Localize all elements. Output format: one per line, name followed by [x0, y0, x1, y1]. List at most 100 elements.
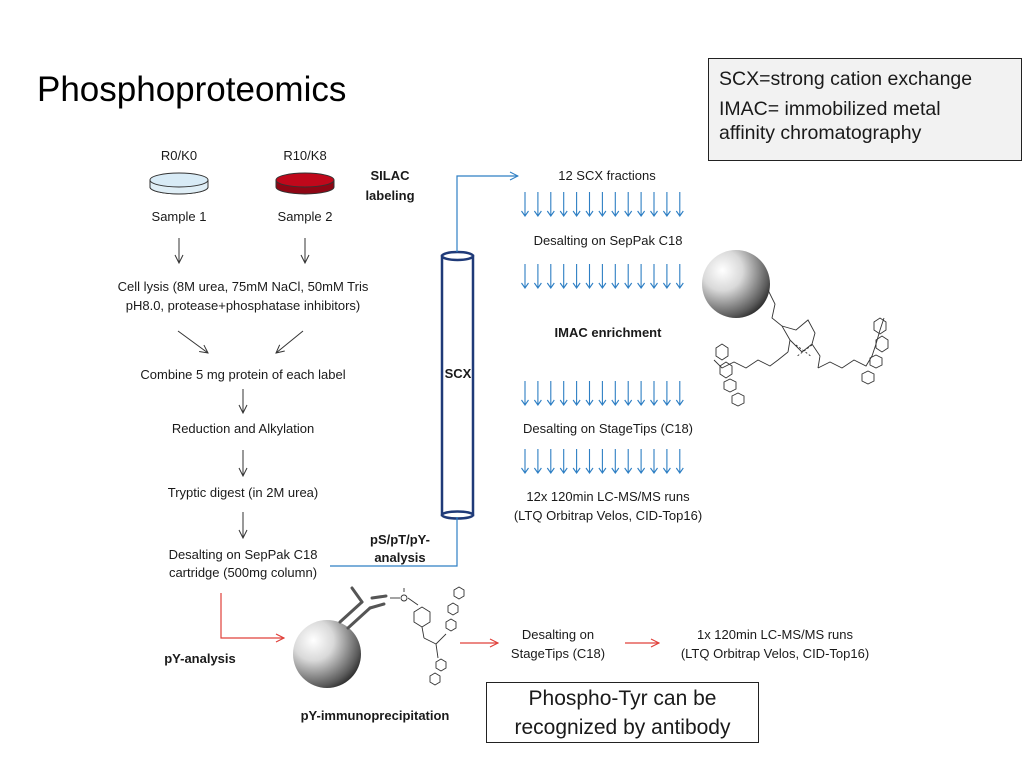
imac-chelate-structure-icon	[713, 289, 889, 407]
imac-bead-icon	[702, 250, 770, 318]
fraction-down-arrow	[675, 449, 684, 474]
fraction-down-arrow	[585, 381, 594, 406]
sample-2-label: Sample 2	[277, 209, 333, 224]
combine-step: Combine 5 mg protein of each label	[140, 367, 346, 382]
fraction-down-arrow	[675, 381, 684, 406]
fraction-down-arrow	[624, 264, 633, 289]
fraction-down-arrow	[650, 381, 658, 406]
legend-imac-line2: affinity chromatography	[719, 122, 922, 144]
fraction-down-arrow	[559, 192, 568, 217]
fraction-down-arrow	[650, 449, 658, 474]
antibody-icon	[338, 586, 388, 630]
fraction-down-arrow	[637, 192, 646, 217]
desalting-sep-pak-line1: Desalting on SepPak C18	[168, 547, 318, 562]
fraction-down-arrow	[585, 264, 594, 289]
fraction-down-arrow	[546, 192, 555, 217]
note-line1: Phospho-Tyr can be	[528, 687, 717, 710]
label-r0-k0: R0/K0	[160, 148, 198, 163]
ps-pt-py-analysis-line1: pS/pT/pY-	[370, 532, 430, 547]
scx-column-icon	[440, 250, 475, 520]
fraction-down-arrow	[650, 192, 658, 217]
fraction-down-arrow	[598, 449, 607, 474]
py-flow-arrows	[220, 593, 659, 643]
fraction-down-arrow	[533, 381, 542, 406]
fraction-down-arrow	[572, 264, 581, 289]
fraction-down-arrow	[637, 264, 646, 289]
fraction-down-arrow	[598, 264, 607, 289]
fraction-down-arrow	[559, 449, 568, 474]
py-desalting-line2: StageTips (C18)	[510, 646, 606, 661]
digest-step: Tryptic digest (in 2M urea)	[167, 485, 319, 500]
scx-flow-lines	[330, 176, 518, 567]
reduction-step: Reduction and Alkylation	[171, 421, 315, 436]
fraction-down-arrow	[559, 381, 568, 406]
lcms-runs-line2: (LTQ Orbitrap Velos, CID-Top16)	[513, 508, 703, 523]
fraction-down-arrow	[598, 192, 607, 217]
silac-label-line2: labeling	[365, 188, 415, 203]
fraction-down-arrow	[572, 381, 581, 406]
desalting-stagetips-right: Desalting on StageTips (C18)	[522, 421, 694, 436]
fraction-down-arrow	[650, 264, 658, 289]
ps-pt-py-analysis-line2: analysis	[374, 550, 426, 565]
fraction-down-arrow	[546, 449, 555, 474]
slide-title: Phosphoproteomics	[37, 70, 347, 109]
fraction-down-arrow	[611, 381, 620, 406]
note-line2: recognized by antibody	[514, 716, 731, 739]
fraction-down-arrow	[585, 449, 594, 474]
fraction-down-arrow	[662, 381, 671, 406]
fraction-down-arrow	[624, 449, 633, 474]
silac-label-line1: SILAC	[370, 168, 410, 183]
legend-scx: SCX=strong cation exchange	[719, 68, 973, 90]
fraction-down-arrow	[611, 264, 620, 289]
fraction-down-arrow	[637, 449, 646, 474]
cell-lysis-line1: Cell lysis (8M urea, 75mM NaCl, 50mM Tri…	[117, 279, 369, 294]
py-lcms-run-line2: (LTQ Orbitrap Velos, CID-Top16)	[680, 646, 870, 661]
fraction-down-arrow	[521, 381, 529, 406]
scx-column-label: SCX	[444, 366, 472, 381]
fraction-down-arrow	[572, 192, 581, 217]
fraction-down-arrow	[637, 381, 646, 406]
fraction-arrow-rows	[521, 192, 684, 474]
fraction-down-arrow	[585, 192, 594, 217]
fraction-down-arrow	[533, 449, 542, 474]
fraction-down-arrow	[662, 192, 671, 217]
fraction-down-arrow	[624, 192, 633, 217]
fraction-down-arrow	[533, 192, 542, 217]
py-lcms-run-line1: 1x 120min LC-MS/MS runs	[696, 627, 854, 642]
left-flow-arrows	[178, 238, 305, 538]
fraction-down-arrow	[546, 264, 555, 289]
fraction-down-arrow	[572, 449, 581, 474]
sample-1-label: Sample 1	[151, 209, 207, 224]
desalting-sep-pak-line2: cartridge (500mg column)	[168, 565, 318, 580]
antibody-note-box: Phospho-Tyr can be recognized by antibod…	[486, 682, 759, 743]
fraction-down-arrow	[611, 192, 620, 217]
fraction-down-arrow	[598, 381, 607, 406]
dish-heavy-icon	[275, 172, 335, 195]
fraction-down-arrow	[521, 264, 529, 289]
legend-imac-line1: IMAC= immobilized metal	[719, 98, 941, 120]
fraction-down-arrow	[611, 449, 620, 474]
py-analysis-label: pY-analysis	[164, 651, 236, 666]
desalting-sep-pak-right: Desalting on SepPak C18	[533, 233, 683, 248]
fraction-down-arrow	[675, 264, 684, 289]
phosphotyrosine-peptide-icon	[390, 586, 465, 686]
fraction-down-arrow	[662, 264, 671, 289]
dish-light-icon	[149, 172, 209, 195]
fraction-down-arrow	[624, 381, 633, 406]
py-bead-icon	[293, 620, 361, 688]
fraction-down-arrow	[533, 264, 542, 289]
fraction-down-arrow	[559, 264, 568, 289]
py-desalting-line1: Desalting on	[521, 627, 595, 642]
imac-enrichment-label: IMAC enrichment	[554, 325, 662, 340]
lcms-runs-line1: 12x 120min LC-MS/MS runs	[526, 489, 690, 504]
cell-lysis-line2: pH8.0, protease+phosphatase inhibitors)	[125, 298, 361, 313]
fraction-down-arrow	[675, 192, 684, 217]
fraction-down-arrow	[521, 449, 529, 474]
fraction-down-arrow	[546, 381, 555, 406]
fraction-down-arrow	[662, 449, 671, 474]
label-r10-k8: R10/K8	[283, 148, 327, 163]
scx-fractions-label: 12 SCX fractions	[558, 168, 656, 183]
abbreviation-legend-box: SCX=strong cation exchange IMAC= immobil…	[708, 58, 1022, 161]
fraction-down-arrow	[521, 192, 529, 217]
